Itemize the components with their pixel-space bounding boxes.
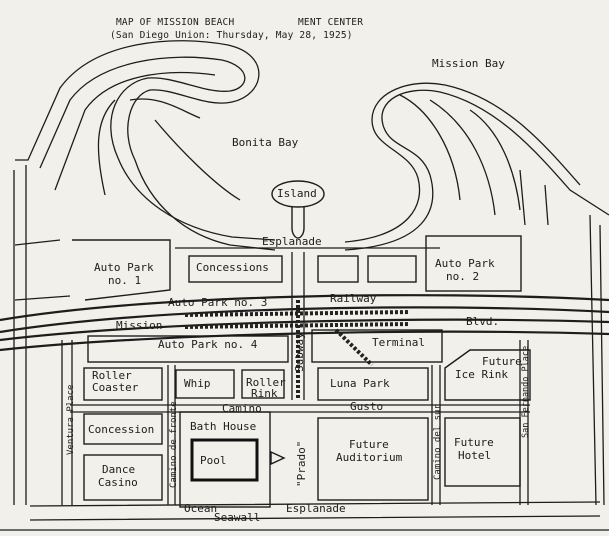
dance-casino-label-a: Dance — [102, 463, 136, 476]
future-auditorium-label-a: Future — [349, 438, 389, 451]
future-auditorium-block — [317, 417, 429, 501]
auto-park-4-block — [87, 335, 289, 363]
camino-de-fronte-label: Camino de fronte — [169, 401, 179, 488]
camino-de-fronte-road — [167, 365, 176, 505]
camino-gusto-road — [70, 404, 530, 413]
block-a — [317, 255, 359, 283]
dance-casino-label-b: Casino — [98, 476, 138, 489]
concessions-top-block — [188, 255, 283, 283]
concession-block — [83, 413, 163, 445]
western-edge-road — [13, 165, 27, 505]
prado-marker — [270, 450, 286, 466]
whip-label: Whip — [184, 377, 211, 390]
map-title-line2: (San Diego Union: Thursday, May 28, 1925… — [110, 30, 353, 41]
future-auditorium-label-b: Auditorium — [336, 451, 403, 464]
left-crescent-road-outer — [15, 40, 276, 251]
bath-house-label: Bath House — [190, 420, 257, 433]
ventura-place-road — [61, 340, 73, 505]
mission-label: Mission — [116, 319, 163, 332]
auto-park-3-label: Auto Park no. 3 — [168, 296, 268, 309]
right-crescent-road-4 — [519, 169, 549, 226]
san-fernando-road — [519, 340, 529, 505]
terminal-label: Terminal — [372, 336, 425, 349]
bath-house-block — [179, 411, 271, 508]
left-crescent-road-4 — [129, 98, 241, 201]
future-hotel-label-b: Hotel — [458, 449, 492, 462]
future-ice-rink-label-b: Ice Rink — [455, 368, 508, 381]
subway-label: Subway — [293, 332, 306, 372]
railway-line-top — [0, 294, 609, 322]
map-title-line1-rest: MENT CENTER — [298, 17, 364, 28]
auto-park-1-label-b: no. 1 — [108, 274, 142, 287]
blvd-label: Blvd. — [466, 315, 500, 328]
camino-del-sur-road — [431, 365, 441, 505]
future-hotel-label-a: Future — [454, 436, 494, 449]
concession-label: Concession — [88, 423, 155, 436]
block-b — [367, 255, 417, 283]
seawall-label: Seawall — [214, 511, 261, 524]
luna-park-label: Luna Park — [330, 377, 390, 390]
terminal-block — [311, 329, 443, 363]
roller-rink-label-a: Roller — [246, 376, 286, 389]
mission-blvd-line — [0, 318, 609, 342]
left-side-roads — [14, 239, 71, 301]
camino-del-sur-label: Camino del sur — [433, 404, 443, 480]
concessions-label: Concessions — [196, 261, 269, 274]
left-crescent-road-inner — [39, 56, 276, 241]
auto-park-2-label-a: Auto Park — [435, 257, 495, 270]
eastern-edge-road — [589, 214, 605, 506]
subway-road — [291, 252, 305, 400]
railway-label: Railway — [330, 292, 377, 305]
left-crescent-road-3 — [54, 71, 216, 196]
mission-blvd-line-2 — [0, 330, 609, 352]
esplanade-top-label: Esplanade — [262, 235, 322, 248]
ventura-place-label: Ventura Place — [66, 384, 76, 455]
san-fernando-place-label: San Fernando Place — [521, 345, 531, 438]
bonita-bay-label: Bonita Bay — [232, 136, 299, 149]
railway-line-2 — [0, 306, 609, 334]
rail-tracks — [184, 310, 411, 317]
auto-park-4-label: Auto Park no. 4 — [158, 338, 258, 351]
future-ice-rink-block — [444, 349, 531, 401]
ocean-label: Ocean — [184, 502, 218, 515]
mission-bay-label: Mission Bay — [432, 57, 505, 70]
esplanade-bottom-label: Esplanade — [286, 502, 346, 515]
island-label: Island — [277, 187, 317, 200]
seawall-road — [29, 501, 601, 521]
luna-park-block — [317, 367, 429, 401]
roller-coaster-label-a: Roller — [92, 369, 132, 382]
roller-rink-block — [241, 369, 285, 399]
auto-park-2-label-b: no. 2 — [446, 270, 480, 283]
right-crescent-road-3 — [399, 94, 521, 216]
right-crescent-road-outer — [344, 89, 609, 251]
pool-block — [190, 438, 259, 482]
auto-park-1-label-a: Auto Park — [94, 261, 154, 274]
roller-coaster-label-b: Coaster — [92, 381, 139, 394]
future-ice-rink-label-a: Future — [482, 355, 522, 368]
prado-label: "Prado" — [295, 440, 308, 487]
island-stem — [291, 206, 305, 239]
dance-casino-block — [83, 454, 163, 501]
auto-park-1-block — [72, 239, 171, 301]
gusto-label: Gusto — [350, 400, 384, 413]
rail-spur — [334, 328, 374, 367]
whip-block — [175, 369, 235, 399]
pool-label: Pool — [200, 454, 227, 467]
roller-coaster-block — [83, 367, 163, 401]
roller-rink-label-b: Rink — [251, 387, 278, 400]
map-title-line1: MAP OF MISSION BEACH — [116, 17, 235, 28]
right-crescent-road-inner — [344, 82, 581, 243]
auto-park-2-block — [425, 235, 522, 292]
island-shape — [271, 180, 325, 208]
camino-label: Camino — [222, 402, 262, 415]
